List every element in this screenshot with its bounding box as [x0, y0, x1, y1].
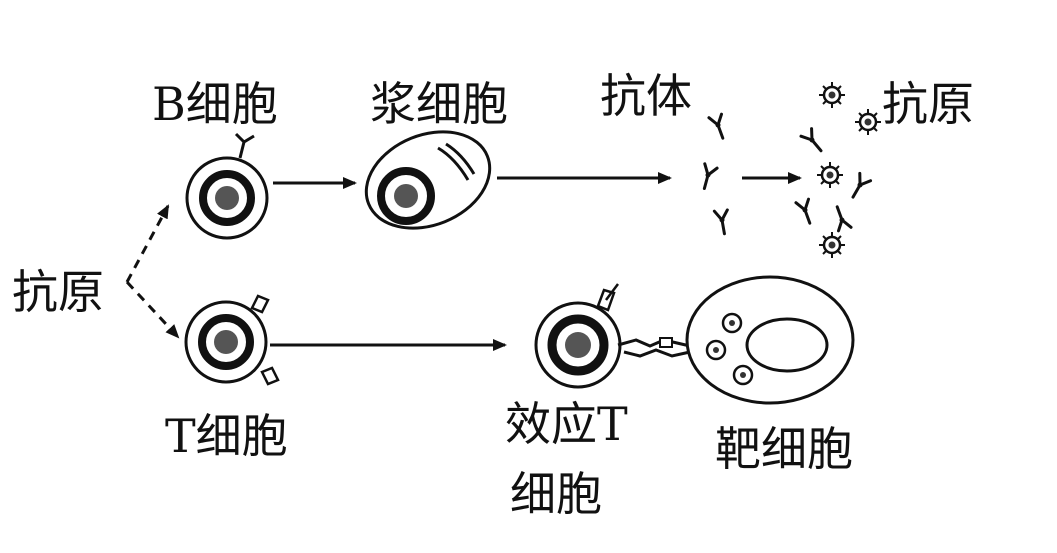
antigen-antibody-complex [794, 80, 883, 260]
antibody-label: 抗体 [600, 69, 692, 123]
plasma-cell [364, 130, 492, 230]
antigen-label-right: 抗原 [882, 77, 974, 131]
antigen-label-left: 抗原 [12, 265, 104, 319]
antibody-group [697, 111, 733, 237]
b-cell-label: B细胞 [152, 77, 278, 131]
target-cell [685, 275, 855, 405]
target-cell-label: 靶细胞 [715, 422, 853, 476]
effector-t-cell-label-line1: 效应T [505, 397, 628, 451]
effector-t-cell-label-line2: 细胞 [510, 467, 602, 521]
t-cell [184, 294, 280, 386]
dashed-arrow-to-t-cell [125, 280, 180, 339]
receptor-binding [617, 337, 691, 358]
effector-t-cell [534, 283, 622, 389]
t-cell-label: T细胞 [165, 409, 288, 463]
plasma-cell-label: 浆细胞 [370, 77, 508, 131]
b-cell [185, 132, 269, 240]
dashed-arrow-to-b-cell [125, 204, 170, 283]
